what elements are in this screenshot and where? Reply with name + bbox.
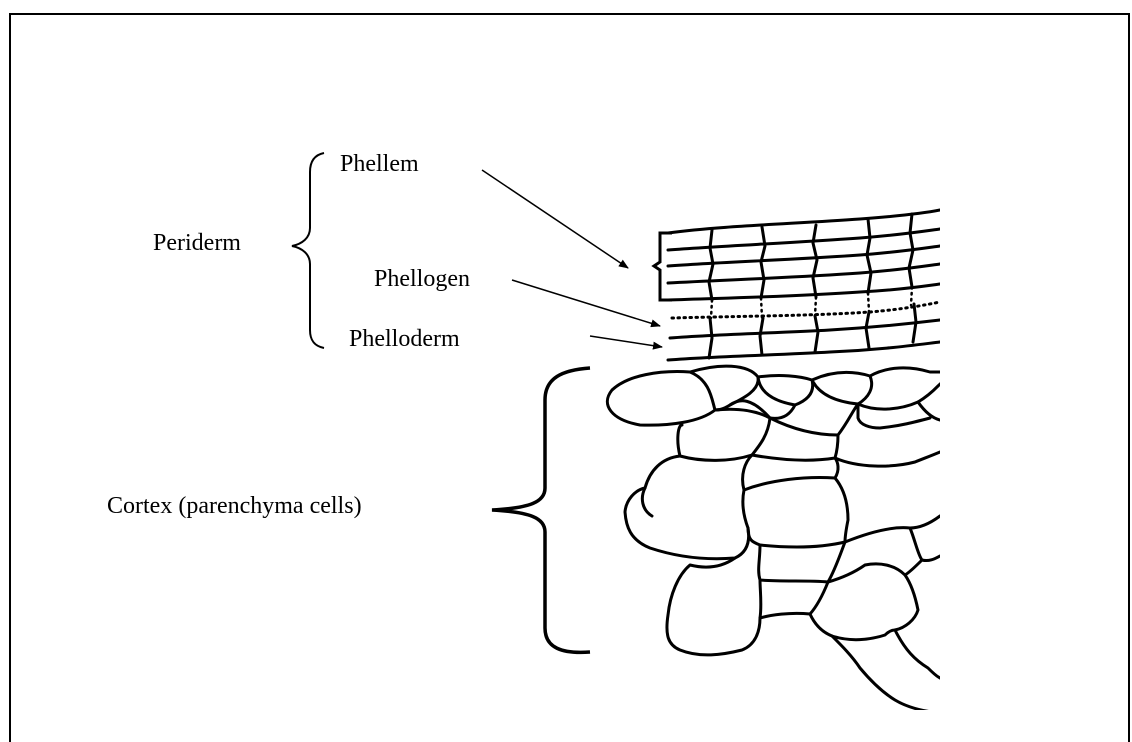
phelloderm-arrow bbox=[590, 336, 662, 347]
phellem-label: Phellem bbox=[340, 150, 419, 178]
periderm-label: Periderm bbox=[153, 229, 241, 257]
cortex-label: Cortex (parenchyma cells) bbox=[107, 492, 362, 520]
phellem-cell-layers bbox=[668, 210, 940, 300]
cortex-brace bbox=[492, 368, 590, 652]
periderm-brace bbox=[292, 153, 324, 348]
phelloderm-cell-layer bbox=[668, 304, 940, 360]
phellem-arrow bbox=[482, 170, 628, 268]
phellogen-label: Phellogen bbox=[374, 265, 470, 293]
cortex-parenchyma-cells bbox=[607, 366, 940, 712]
phelloderm-label: Phelloderm bbox=[349, 325, 460, 353]
phellogen-layer bbox=[672, 302, 940, 318]
phellogen-arrow bbox=[512, 280, 660, 326]
